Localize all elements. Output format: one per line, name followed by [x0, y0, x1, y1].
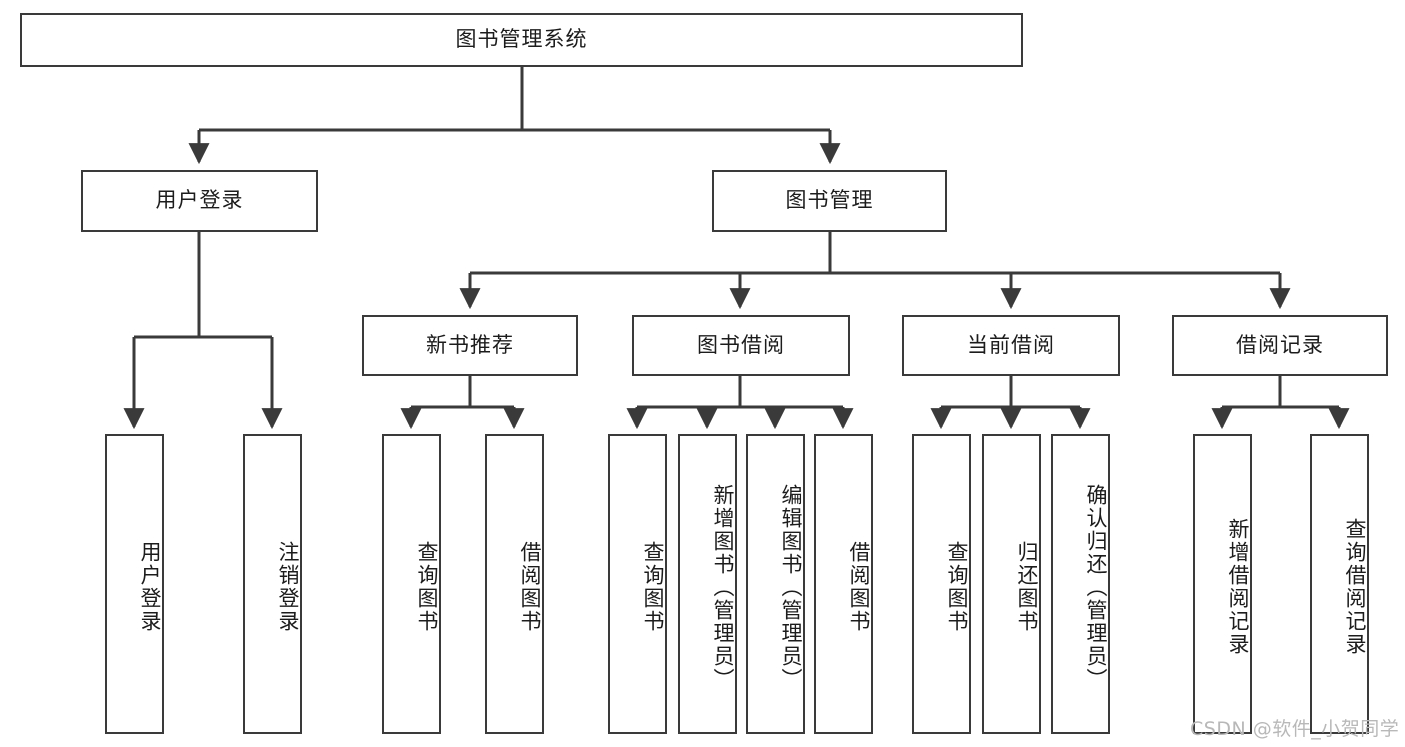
node-label: 归还图书: [1015, 541, 1039, 633]
node-label: 图书管理系统: [455, 27, 588, 52]
node-label: 用户登录: [155, 188, 244, 213]
node-label: 编辑图书（管理员）: [779, 483, 803, 691]
node-label: 借阅记录: [1236, 332, 1324, 357]
leaf-borrow-add-book-admin[interactable]: 新增图书（管理员）: [678, 434, 737, 734]
node-label: 图书借阅: [697, 332, 785, 357]
node-root-system[interactable]: 图书管理系统: [20, 13, 1023, 67]
leaf-user-login[interactable]: 用户登录: [105, 434, 164, 734]
leaf-record-add-record[interactable]: 新增借阅记录: [1193, 434, 1252, 734]
node-label: 用户登录: [138, 541, 162, 633]
node-current-borrow[interactable]: 当前借阅: [902, 315, 1120, 376]
node-user-login[interactable]: 用户登录: [81, 170, 318, 232]
leaf-current-query-book[interactable]: 查询图书: [912, 434, 971, 734]
leaf-borrow-borrow-book[interactable]: 借阅图书: [814, 434, 873, 734]
node-label: 新增借阅记录: [1226, 518, 1250, 656]
node-borrow-record[interactable]: 借阅记录: [1172, 315, 1388, 376]
node-label: 查询图书: [945, 541, 969, 633]
node-label: 当前借阅: [967, 332, 1055, 357]
node-label: 注销登录: [276, 541, 300, 633]
leaf-borrow-query-book[interactable]: 查询图书: [608, 434, 667, 734]
leaf-recommend-query-book[interactable]: 查询图书: [382, 434, 441, 734]
leaf-record-query-record[interactable]: 查询借阅记录: [1310, 434, 1369, 734]
node-label: 新书推荐: [426, 332, 514, 357]
node-label: 新增图书（管理员）: [711, 483, 735, 691]
node-label: 确认归还（管理员）: [1084, 483, 1108, 691]
leaf-user-logout[interactable]: 注销登录: [243, 434, 302, 734]
leaf-current-return-book[interactable]: 归还图书: [982, 434, 1041, 734]
leaf-current-confirm-return-admin[interactable]: 确认归还（管理员）: [1051, 434, 1110, 734]
node-book-borrow[interactable]: 图书借阅: [632, 315, 850, 376]
node-label: 查询借阅记录: [1343, 518, 1367, 656]
node-label: 图书管理: [785, 188, 874, 213]
leaf-borrow-edit-book-admin[interactable]: 编辑图书（管理员）: [746, 434, 805, 734]
node-label: 借阅图书: [847, 541, 871, 633]
node-label: 查询图书: [641, 541, 665, 633]
leaf-recommend-borrow-book[interactable]: 借阅图书: [485, 434, 544, 734]
node-book-management[interactable]: 图书管理: [712, 170, 947, 232]
node-new-book-recommend[interactable]: 新书推荐: [362, 315, 578, 376]
node-label: 查询图书: [415, 541, 439, 633]
node-label: 借阅图书: [518, 541, 542, 633]
